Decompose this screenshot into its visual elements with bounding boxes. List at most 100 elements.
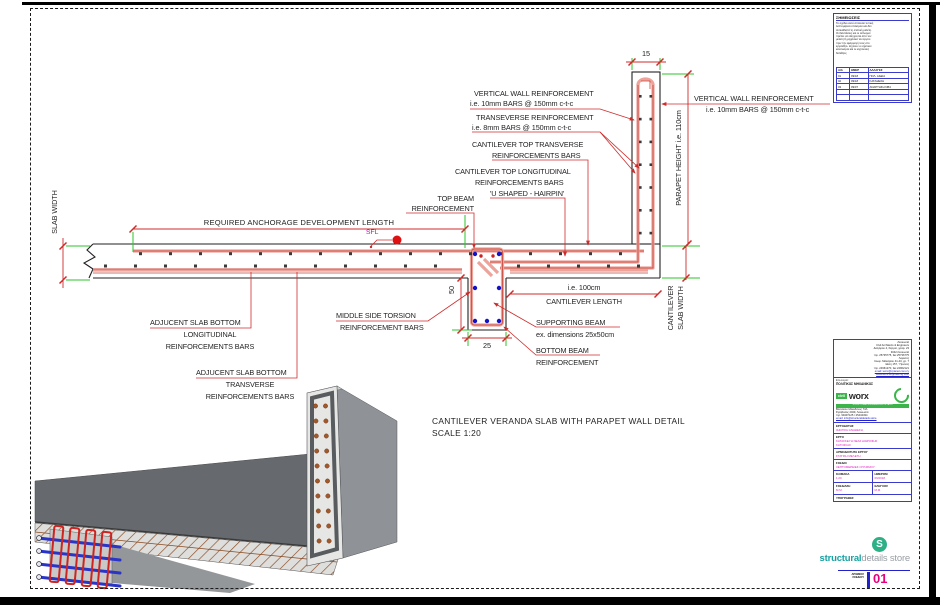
bottom-beam-1: BOTTOM BEAM	[536, 346, 589, 355]
note-line: πριν την εφαρμογή τους στο	[836, 41, 870, 45]
slab-break-symbol	[82, 243, 96, 279]
scale-date-grid: ΚΛΙΜΑΚΑ 1:20 ΗΜΕΡΟΜ 09/2018 ΣΧΕΔΙΑΣΗ Μ.Μ…	[834, 470, 911, 494]
slab-underside-3d	[112, 544, 255, 593]
armodiotita-section: ΑΡΜΟΔΙΟΤΗΤΑ ΕΡΓΟΥ ΣΤΑΤΙΚΗ ΜΕΛΕΤΗ	[834, 449, 911, 460]
vert-wall-reinf-right-2: i.e. 10mm BARS @ 150mm c-t-c	[706, 105, 810, 114]
cantilever-length-value: i.e. 100cm	[568, 283, 601, 292]
top-beam-1: TOP BEAM	[437, 194, 474, 203]
ypografes-section: ΥΠΟΓΡΑΦΕΣ	[834, 493, 911, 501]
beam-bar-dots	[472, 251, 502, 324]
wall-hairpin-top	[636, 77, 655, 86]
note-line: διατάξεις.	[836, 51, 848, 55]
sheet-frame-top	[22, 2, 940, 5]
drawing-number-label: ΑΡΙΘΜΟΣ ΣΧΕΔΙΟΥ	[851, 573, 864, 580]
office-email-link[interactable]: email: worx@cytanet.com.cy	[874, 369, 909, 373]
beam-hook-1	[476, 260, 494, 278]
adj-trans-2: TRANSVERSE	[226, 380, 275, 389]
note-line: κανονισμοί και οι ισχύουσες	[836, 48, 869, 52]
cant-top-longitudinal-2: REINFORCEMENTS BARS	[475, 178, 564, 187]
dim-beam-height-50: 50	[447, 273, 472, 335]
dim-cantilever-length: i.e. 100cm CANTILEVER LENGTH	[505, 283, 663, 306]
firm-name: ΠΟΛΙΤΙΚΟΣ ΜΗΧΑΝΙΚΟΣ	[836, 382, 874, 387]
revisions-table: Α/Α ΗΜΕΡ ΑΛΛΑΓΕΣ 01 09/18 ΠΟΛ. ΑΔΕΙΑ 02 …	[835, 67, 909, 101]
adj-trans-3: REINFORCEMENTS BARS	[206, 392, 295, 401]
sheet-frame-right	[929, 2, 936, 603]
klimaka-cell: ΚΛΙΜΑΚΑ 1:20	[834, 470, 873, 483]
cant-top-longitudinal-1: CANTILEVER TOP LONGITUDINAL	[455, 167, 571, 176]
section-2d: 15 PARAPET HEIGHT i.e. 110cm SLAB WIDTH …	[50, 49, 830, 438]
cantilever-length-label: CANTILEVER LENGTH	[546, 297, 622, 306]
dim-50-text: 50	[447, 286, 456, 294]
bottom-beam-2: REINFORCEMENT	[536, 358, 599, 367]
drawing-number: 01	[873, 571, 888, 586]
notes-block: ΣΗΜΕΙΩΣΕΙΣ Το σχέδιο αυτό αποτελεί τυπικ…	[833, 13, 912, 103]
supporting-beam-1: SUPPORTING BEAM	[536, 318, 605, 327]
parapet-height-text: PARAPET HEIGHT i.e. 110cm	[674, 110, 683, 206]
sxedio-section: ΣΧΕΔΙΟ ΛΕΠΤΟΜΕΡΕΙΕΣ ΟΠΛΙΣΜΟΥ	[834, 460, 911, 471]
note-line: μελετητή μηχανικό του έργου	[836, 38, 871, 42]
table-row-empty	[835, 94, 909, 101]
title-block: Λευκωσία Civil Architects & Engineers Δι…	[833, 339, 913, 502]
slab-front-top-edge	[34, 521, 342, 550]
ergodotis-section: ΕΡΓΟΔΟΤΗΣ ΙΔΙΩΤΙΚΗ ΑΝΑΘΕΣΗ	[834, 423, 911, 434]
logo-green-box: civil	[836, 392, 847, 399]
wall-cut-frame-3d	[310, 390, 340, 559]
mid-torsion-1: MIDDLE SIDE TORSION	[336, 311, 416, 320]
cant-slab-width-1: CANTILEVER	[666, 286, 675, 331]
transverse-reinf-1: TRANSEVERSE REINFORCEMENT	[476, 113, 594, 122]
note-line: Οι διαστάσεις και οι οπλισμοί	[836, 31, 871, 35]
sfl-marker: SFL	[366, 229, 402, 249]
logo-tagline-bar: STRUCTURAL ENGINEERING DETAILS	[836, 404, 909, 408]
rebar-dots-bottom	[104, 264, 437, 268]
logo-worx-text: worx	[848, 390, 869, 401]
adj-long-2: LONGITUDINAL	[184, 330, 237, 339]
drawing-title-line2: SCALE 1:20	[432, 428, 481, 438]
rebar-dots-cantilever	[517, 264, 640, 268]
rebar-dots-wall	[639, 95, 653, 235]
dim-15-text: 15	[642, 49, 650, 58]
anchorage-text: REQUIRED ANCHORAGE DEVELOPMENT LENGTH	[204, 218, 394, 227]
office-web-link[interactable]: www.worx-engineering.com	[876, 373, 909, 377]
drawing-title-line1: CANTILEVER VERANDA SLAB WITH PARAPET WAL…	[432, 416, 685, 426]
dim-anchorage: REQUIRED ANCHORAGE DEVELOPMENT LENGTH	[128, 215, 470, 252]
vert-wall-reinf-right-1: VERTICAL WALL REINFORCEMENT	[694, 94, 814, 103]
vert-wall-reinf-left-1: VERTICAL WALL REINFORCEMENT	[474, 89, 594, 98]
revisions-header-row: Α/Α ΗΜΕΡ ΑΛΛΑΓΕΣ	[835, 67, 909, 74]
adj-long-3: REINFORCEMENTS BARS	[166, 342, 255, 351]
wordmark-structural: structural	[819, 553, 862, 564]
table-row: 02 09/18 ΚΑΤΑΘΕΣΗ	[835, 78, 909, 85]
worx-logo: civil worx	[836, 385, 913, 407]
number-divider-line	[838, 570, 910, 571]
note-line: λεπτομέρεια οπλισμού και δεν	[836, 25, 872, 29]
beam-bar-ends-3d	[36, 535, 42, 580]
notes-header: ΣΗΜΕΙΩΣΕΙΣ	[836, 15, 909, 21]
cant-top-transverse-2: REINFORCEMENTS BARS	[492, 151, 581, 160]
table-row: 01 09/18 ΠΟΛ. ΑΔΕΙΑ	[835, 72, 909, 79]
parapet-wall-outline	[631, 71, 661, 245]
dim-25-text: 25	[483, 341, 491, 350]
rev-col-changes: ΑΛΛΑΓΕΣ	[867, 67, 909, 74]
table-row: 03 09/07 ΑΝΑΡΤΗΣΗ ΝΒ4	[835, 83, 909, 90]
note-line: Το σχέδιο αυτό αποτελεί τυπική	[836, 22, 874, 25]
rebar-lines	[93, 77, 655, 327]
sxediasi-cell: ΣΧΕΔΙΑΣΗ Μ.Μ.	[834, 482, 873, 494]
supporting-beam-outline	[467, 278, 507, 331]
structuraldetails-wordmark: structuraldetails store	[775, 553, 911, 564]
dim-cantilever-slab-width: CANTILEVER SLAB WIDTH	[662, 241, 700, 331]
office-address-block: Λευκωσία Civil Architects & Engineers Δι…	[834, 340, 911, 379]
firm-email-link[interactable]: email: info@structuraldetails.store	[836, 417, 877, 421]
sheet-dashed-border	[30, 8, 920, 589]
dim-beam-width-25: 25	[462, 332, 512, 350]
mid-torsion-2: REINFORCEMENT BARS	[340, 323, 424, 332]
beam-stirrups-3d	[48, 524, 113, 590]
sfl-dot	[392, 235, 402, 245]
annotation-labels: VERTICAL WALL REINFORCEMENT i.e. 10mm BA…	[150, 89, 814, 401]
slab-width-text: SLAB WIDTH	[50, 190, 59, 234]
note-line: αντικαθιστά τη στατική μελέτη.	[836, 28, 872, 32]
ergo-section: ΕΡΓΟ ΚΑΤΑΣΚΕΥΗ ΝΕΑΣ ΔΙΩΡΟΦΗΣ ΚΑΤΟΙΚΙΑΣ	[834, 434, 911, 449]
note-line: πρέπει να ελέγχονται από τον	[836, 35, 872, 39]
adj-long-1: ADJUCENT SLAB BOTTOM	[150, 318, 241, 327]
cant-top-transverse-1: CANTILEVER TOP TRANSVERSE	[472, 140, 584, 149]
structuraldetails-s-logo-icon: S	[872, 537, 887, 552]
